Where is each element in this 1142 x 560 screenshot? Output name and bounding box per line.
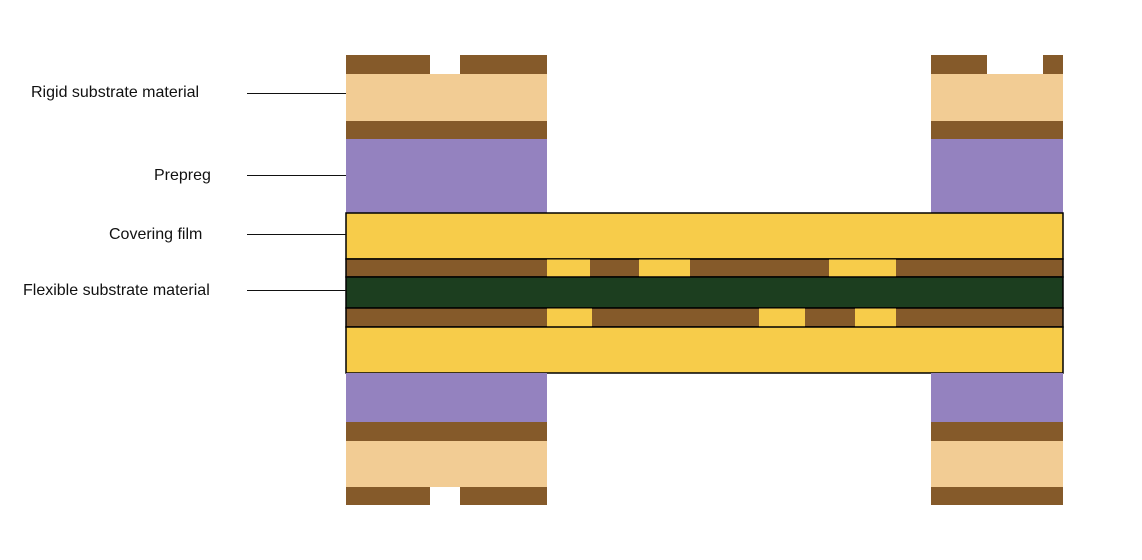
callout-prepreg: Prepreg [154, 167, 346, 184]
top-covering-film [345, 212, 1064, 260]
callout-rigid-substrate: Rigid substrate material [31, 84, 346, 101]
callout-covering-film: Covering film [109, 226, 346, 243]
left-top-prepreg [346, 139, 547, 213]
flex-core-stack [345, 212, 1064, 374]
callout-flexible-substrate: Flexible substrate material [23, 282, 346, 299]
top-flex-copper-gap-1 [547, 259, 590, 277]
right-bottom-prepreg [931, 373, 1063, 422]
bottom-covering-film [345, 326, 1064, 374]
right-top-rigid-substrate [931, 74, 1063, 121]
top-flex-copper-gap-2 [639, 259, 690, 277]
right-bottom-inner-copper [931, 422, 1063, 441]
flexible-substrate-core [345, 276, 1064, 309]
left-bottom-prepreg [346, 373, 547, 422]
right-bottom-rigid-substrate [931, 441, 1063, 487]
bottom-flex-copper-gap-3 [855, 308, 896, 327]
label-prepreg: Prepreg [154, 167, 211, 184]
left-bottom-outer-copper-a [346, 487, 430, 505]
bottom-flex-copper-gap-2 [759, 308, 805, 327]
right-rigid-top-stack [931, 55, 1063, 213]
bottom-flex-copper-layer [345, 307, 1064, 328]
left-top-rigid-substrate [346, 74, 547, 121]
bottom-flex-copper-gap-1 [547, 308, 592, 327]
left-rigid-top-stack [346, 55, 547, 213]
left-top-inner-copper [346, 121, 547, 139]
label-flexible-substrate-material: Flexible substrate material [23, 282, 210, 299]
right-rigid-bottom-stack [931, 373, 1063, 505]
top-flex-copper-layer [345, 258, 1064, 278]
label-rigid-substrate-material: Rigid substrate material [31, 84, 199, 101]
right-top-prepreg [931, 139, 1063, 213]
left-top-outer-copper-a [346, 55, 430, 74]
left-bottom-rigid-substrate [346, 441, 547, 487]
left-top-outer-copper-b [460, 55, 547, 74]
label-covering-film: Covering film [109, 226, 202, 243]
right-top-outer-copper-b [1043, 55, 1063, 74]
left-rigid-bottom-stack [346, 373, 547, 505]
top-flex-copper-gap-3 [829, 259, 896, 277]
left-bottom-inner-copper [346, 422, 547, 441]
right-top-inner-copper [931, 121, 1063, 139]
right-top-outer-copper-a [931, 55, 987, 74]
right-bottom-outer-copper [931, 487, 1063, 505]
left-bottom-outer-copper-b [460, 487, 547, 505]
